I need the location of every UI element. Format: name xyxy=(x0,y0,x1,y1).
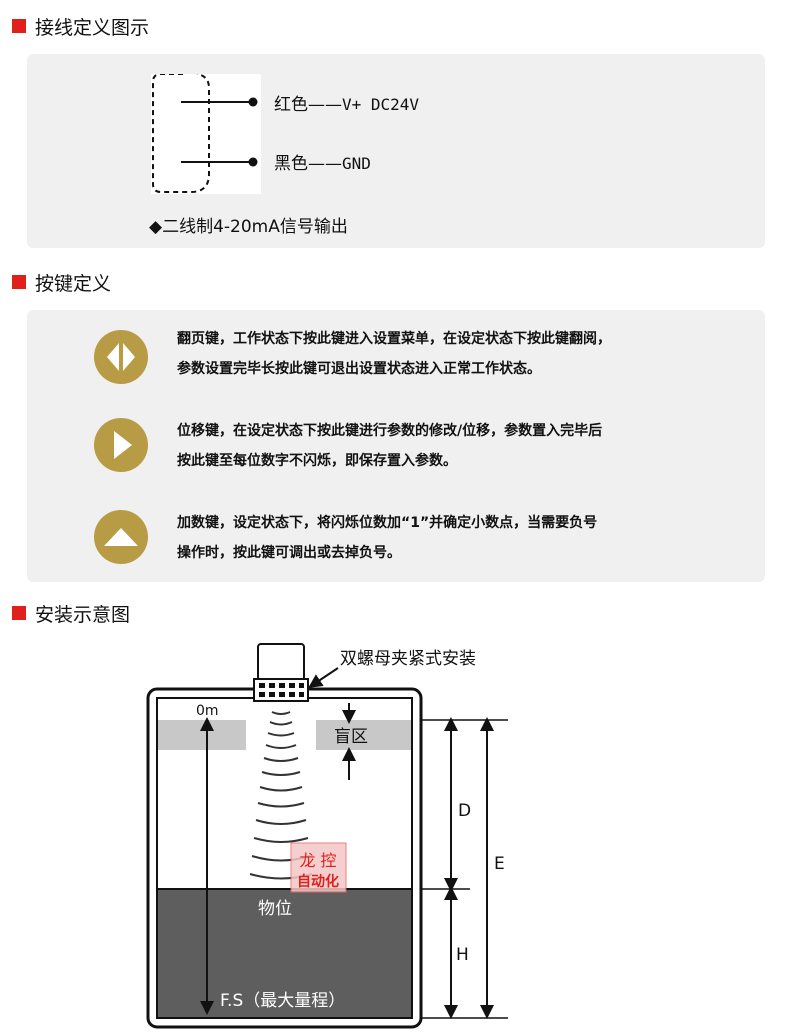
wire-black-color: 黑色 xyxy=(274,154,308,174)
wire-black-label: 黑色——GND xyxy=(274,149,371,174)
red-square-icon xyxy=(12,606,26,620)
key-description-line: 按此键至每位数字不闪烁，即保存置入参数。 xyxy=(177,453,457,469)
section-title: 安装示意图 xyxy=(35,603,131,626)
h-label: H xyxy=(456,945,469,965)
wire-black-value: GND xyxy=(342,154,371,173)
key-description-line: 翻页键，工作状态下按此键进入设置菜单，在设定状态下按此键翻阅， xyxy=(177,331,611,347)
wire-dash: —— xyxy=(308,154,342,174)
mount-label: 双螺母夹紧式安装 xyxy=(340,649,476,669)
wiring-symbol xyxy=(151,73,261,194)
up-arrow-icon xyxy=(94,510,148,564)
section-heading-wiring: 接线定义图示 xyxy=(12,11,149,41)
wire-red-value: V+ DC24V xyxy=(342,95,420,114)
key-description: 位移键，在设定状态下按此键进行参数的修改/位移，参数置入完毕后 按此键至每位数字… xyxy=(177,416,602,476)
section-heading-install: 安装示意图 xyxy=(12,598,130,628)
svg-text:龙 控: 龙 控 xyxy=(299,851,336,870)
double-nut xyxy=(253,678,309,702)
key-description-line: 参数设置完毕长按此键可退出设置状态进入正常工作状态。 xyxy=(177,361,541,377)
section-heading-keys: 按键定义 xyxy=(12,267,111,297)
wire-red-label: 红色——V+ DC24V xyxy=(274,90,419,115)
left-right-arrows-icon xyxy=(94,330,148,384)
wire-red-color: 红色 xyxy=(274,95,308,115)
watermark-logo: 龙 控 自动化 xyxy=(290,842,347,893)
wiring-panel: 红色——V+ DC24V 黑色——GND ◆二线制4-20mA信号输出 xyxy=(27,54,765,248)
zero-label: 0m xyxy=(196,703,219,719)
svg-text:自动化: 自动化 xyxy=(297,873,339,890)
section-title: 按键定义 xyxy=(35,272,112,295)
e-label: E xyxy=(494,854,505,874)
key-description-line: 加数键，设定状态下，将闪烁位数加“1”并确定小数点，当需要负号 xyxy=(177,515,598,531)
installation-diagram: 双螺母夹紧式安装 0m F.S（最大量程） 盲区 物位 龙 控 自动化 D H … xyxy=(146,643,508,1029)
red-square-icon xyxy=(12,275,26,289)
blind-zone-left xyxy=(158,720,246,750)
sensor-head xyxy=(257,643,305,681)
blind-zone-right xyxy=(316,720,411,750)
red-square-icon xyxy=(12,19,26,33)
keys-panel: 翻页键，工作状态下按此键进入设置菜单，在设定状态下按此键翻阅， 参数设置完毕长按… xyxy=(27,310,765,582)
ultrasonic-waves xyxy=(249,711,313,880)
wire-dash: —— xyxy=(308,95,342,115)
fs-label: F.S（最大量程） xyxy=(220,991,345,1011)
key-description-line: 位移键，在设定状态下按此键进行参数的修改/位移，参数置入完毕后 xyxy=(177,423,603,439)
level-label: 物位 xyxy=(258,899,292,919)
signal-output-note: ◆二线制4-20mA信号输出 xyxy=(149,217,348,237)
right-arrow-icon xyxy=(94,418,148,472)
section-title: 接线定义图示 xyxy=(35,16,150,39)
blind-zone-label: 盲区 xyxy=(334,727,368,747)
d-label: D xyxy=(458,801,471,821)
key-description: 翻页键，工作状态下按此键进入设置菜单，在设定状态下按此键翻阅， 参数设置完毕长按… xyxy=(177,324,611,384)
key-description-line: 操作时，按此键可调出或去掉负号。 xyxy=(177,545,401,561)
wiring-diagram-icon xyxy=(152,73,258,193)
key-description: 加数键，设定状态下，将闪烁位数加“1”并确定小数点，当需要负号 操作时，按此键可… xyxy=(177,508,597,568)
